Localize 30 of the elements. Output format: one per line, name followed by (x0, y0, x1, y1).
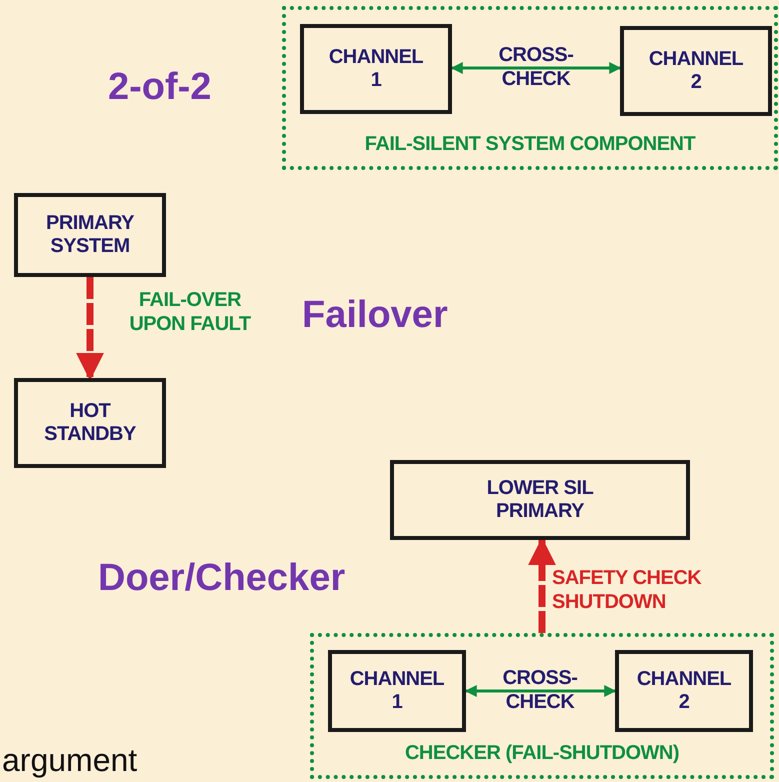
group-label: FAIL-SILENT SYSTEM COMPONENT (364, 133, 696, 156)
process-box (620, 26, 772, 116)
box-label: CHANNEL 1 (348, 668, 446, 714)
double-arrow (450, 62, 622, 74)
process-box (300, 24, 452, 114)
process-box (14, 193, 166, 277)
section-heading: Doer/Checker (98, 557, 346, 600)
group-boundary (310, 633, 774, 779)
process-box (14, 378, 166, 468)
edge-label: CROSS- CHECK (498, 43, 574, 91)
box-label: HOT STANDBY (43, 400, 137, 446)
box-label: PRIMARY SYSTEM (45, 212, 135, 258)
arrow (76, 277, 104, 381)
double-arrow (464, 685, 616, 697)
box-label: LOWER SIL PRIMARY (486, 477, 594, 523)
process-box (390, 460, 690, 540)
edge-label: SAFETY CHECK SHUTDOWN (552, 566, 702, 614)
group-label: CHECKER (FAIL-SHUTDOWN) (404, 742, 680, 765)
arrow (528, 537, 556, 633)
box-label: CHANNEL 2 (636, 668, 732, 714)
box-label: CHANNEL 2 (648, 48, 744, 94)
process-box (615, 650, 753, 732)
edge-label: FAIL-OVER UPON FAULT (128, 288, 252, 336)
section-heading: Failover (302, 294, 448, 337)
edge-label: CROSS- CHECK (502, 666, 578, 714)
group-boundary (282, 6, 778, 170)
box-label: CHANNEL 1 (328, 46, 424, 92)
process-box (328, 650, 466, 732)
body-text: argument (2, 742, 138, 779)
section-heading: 2-of-2 (108, 66, 212, 109)
